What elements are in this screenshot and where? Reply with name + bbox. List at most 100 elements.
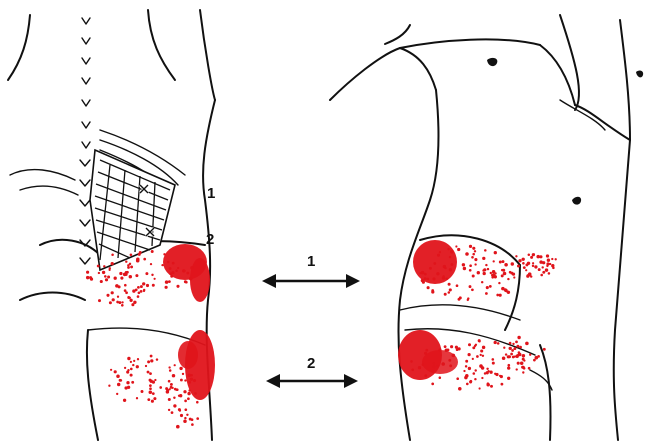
referral-dot — [494, 275, 497, 278]
referral-dot — [124, 367, 126, 369]
referral-dot — [143, 290, 145, 292]
referral-dot — [183, 419, 187, 423]
referral-dot — [455, 245, 457, 247]
referral-dot — [136, 257, 140, 261]
referral-dot — [126, 381, 129, 384]
referral-dot — [140, 285, 143, 288]
referral-dot — [151, 250, 154, 253]
referral-dot — [509, 342, 512, 345]
referral-dot — [130, 368, 133, 371]
referral-dot — [450, 263, 453, 266]
referral-dot — [515, 341, 518, 344]
referral-dot — [183, 390, 186, 393]
referral-dot — [179, 409, 181, 411]
referral-dot — [117, 383, 120, 386]
referral-dot — [436, 272, 439, 275]
referral-dot — [510, 272, 513, 275]
referral-dot — [482, 257, 485, 260]
referral-dot — [547, 259, 550, 262]
referral-dot — [111, 262, 114, 265]
referral-dot — [431, 289, 434, 292]
referral-dot — [502, 269, 505, 272]
referral-dot — [150, 355, 153, 358]
referral-dot — [490, 385, 493, 388]
referral-dot — [499, 294, 502, 297]
referral-dot — [469, 285, 472, 288]
referral-dot — [172, 374, 175, 377]
referral-dot — [512, 343, 514, 345]
referral-dot — [504, 263, 508, 267]
referral-dot — [437, 254, 440, 257]
referral-dot — [539, 260, 543, 264]
referral-dot — [463, 267, 466, 270]
referral-dot — [493, 260, 495, 262]
referral-dot — [526, 264, 528, 266]
referral-dot — [123, 399, 126, 402]
referral-dot — [111, 253, 114, 256]
referral-dot — [170, 275, 173, 278]
referral-dot — [555, 258, 557, 260]
referral-dot — [480, 354, 482, 356]
referral-dot — [469, 264, 472, 267]
referral-dot — [418, 366, 421, 369]
referral-dot — [179, 367, 182, 370]
referral-dot — [449, 256, 451, 258]
referral-dot — [147, 398, 150, 401]
referral-dot — [172, 262, 175, 265]
referral-dot — [507, 291, 510, 294]
referral-dot — [465, 360, 468, 363]
referral-dot — [137, 286, 140, 289]
referral-dot — [168, 398, 171, 401]
referral-dot — [129, 263, 131, 265]
referral-dot — [442, 275, 444, 277]
referral-dot — [163, 253, 165, 255]
referral-dot — [190, 374, 193, 377]
referral-dot — [482, 346, 485, 349]
referral-dot — [471, 256, 474, 259]
spine-vertebrae — [80, 18, 90, 264]
referral-dot — [475, 344, 477, 346]
referral-dot — [484, 249, 487, 252]
referral-dot — [147, 371, 150, 374]
referral-dot — [138, 291, 141, 294]
referral-dot — [549, 263, 551, 265]
referral-dot — [169, 267, 172, 270]
referral-dot — [468, 353, 471, 356]
referral-dot — [424, 374, 427, 377]
referral-dot — [468, 367, 471, 370]
referral-dot — [161, 264, 163, 266]
referral-dot — [176, 285, 179, 288]
referral-dot — [474, 263, 476, 265]
referral-dot — [191, 423, 194, 426]
referral-dot — [422, 363, 425, 366]
referral-dot — [86, 271, 89, 274]
referral-dot — [154, 379, 156, 381]
referral-dot — [449, 288, 452, 291]
referral-dot — [450, 250, 453, 253]
referral-dot — [108, 269, 110, 271]
quadratus-lumborum-muscle — [90, 150, 175, 270]
referral-dot — [125, 260, 127, 262]
referral-dot — [411, 368, 414, 371]
referral-dot — [117, 296, 119, 298]
referral-dot — [513, 347, 516, 350]
referral-dot — [149, 372, 152, 375]
referral-dot — [494, 251, 497, 254]
referral-dot — [429, 267, 432, 270]
referral-dot — [173, 404, 176, 407]
referral-dot — [433, 362, 436, 365]
referral-dot — [147, 360, 150, 363]
referral-dot — [515, 255, 517, 257]
referral-dot — [501, 383, 504, 386]
referral-dot — [171, 387, 173, 389]
referral-dot — [178, 395, 180, 397]
referral-dot — [421, 271, 425, 275]
referral-dot — [444, 345, 447, 348]
referral-dot — [190, 378, 193, 381]
arrow-1-label: 1 — [307, 253, 315, 270]
referral-dot — [153, 397, 156, 400]
referral-dot — [100, 280, 103, 283]
referral-dot — [170, 383, 173, 386]
referral-dot — [492, 362, 495, 365]
referral-dot — [472, 275, 475, 278]
